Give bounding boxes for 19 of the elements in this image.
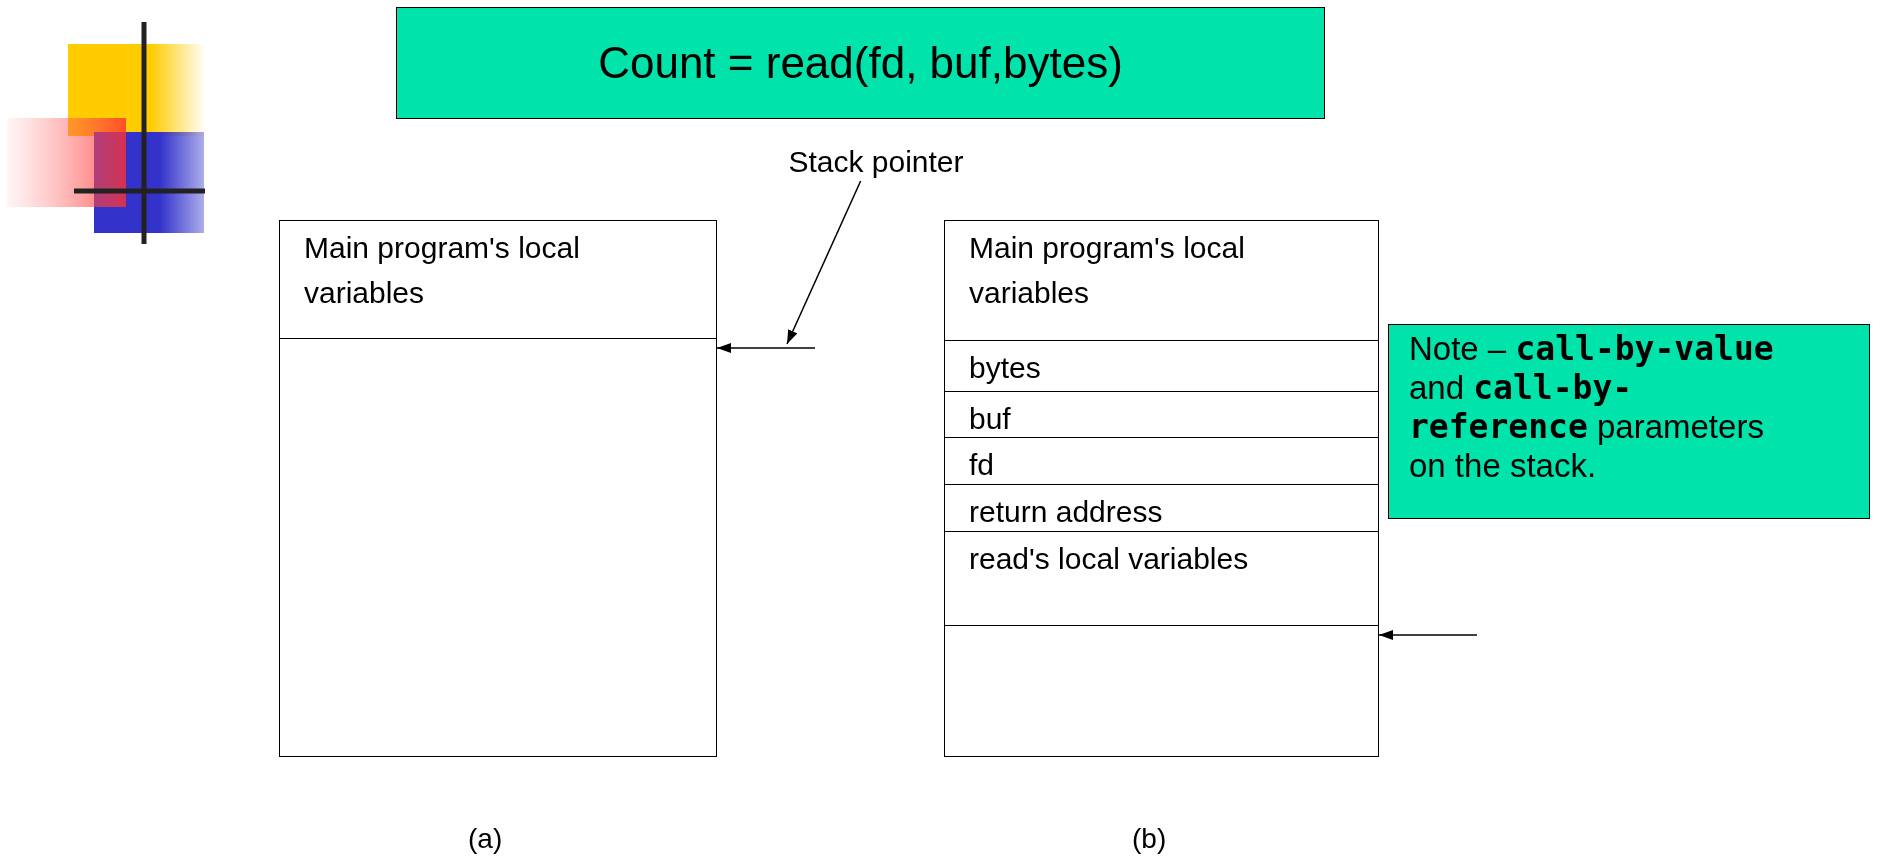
figure-caption: (b) (1132, 822, 1167, 856)
row-text: bytes (969, 350, 1042, 386)
arrow (716, 343, 816, 353)
label-text: Stack pointer (788, 143, 964, 180)
stack-box (944, 220, 1379, 757)
label-text: Note – call-by-value and call-by-reference parameters on the stack. (1409, 329, 1775, 485)
row-text: Main program's local variables (304, 230, 581, 311)
label-text: Count = read(fd, buf,bytes) (598, 37, 1123, 89)
row-text: return address (969, 494, 1164, 530)
arrow (1378, 630, 1478, 640)
figure-caption: (a) (468, 822, 503, 856)
title-box (396, 7, 1325, 119)
note-box (1388, 324, 1870, 519)
row-text: Main program's local variables (969, 230, 1246, 311)
row-text: fd (969, 447, 996, 483)
stack-box (279, 220, 717, 757)
leader-line (786, 180, 862, 345)
row-text: buf (969, 401, 1012, 437)
row-text: read's local variables (969, 541, 1250, 577)
